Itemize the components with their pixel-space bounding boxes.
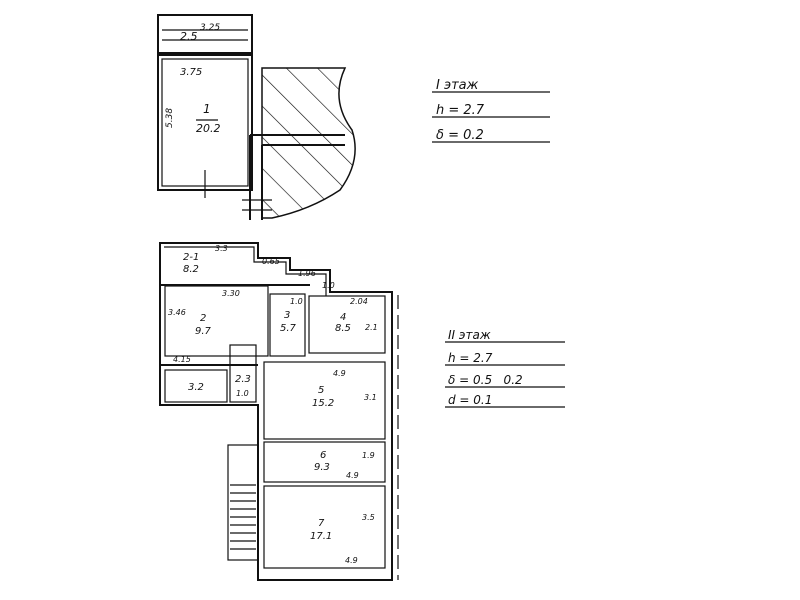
dimension: 3.46 [168,308,186,317]
floor2-wall: δ = 0.5 0.2 [448,373,523,387]
room-2-1-area: 8.2 [183,264,199,275]
hatched-neighbor-area [261,67,356,219]
dimension: 3.3 [215,244,228,253]
dimension: 4.9 [345,556,358,565]
floor1-title: I этаж [436,78,479,93]
dimension: 2.04 [350,297,368,306]
floor2-height: h = 2.7 [448,351,493,365]
room-wc-area: 2.3 [235,374,251,385]
dimension: 4.9 [333,369,346,378]
floor2-legend [445,341,565,408]
dimension: 2.1 [365,323,378,332]
room-3 [269,293,306,357]
room1-number: 1 [203,102,211,116]
balcony [157,14,253,54]
room-4-area: 8.5 [335,323,351,334]
dimension: 1.0 [290,297,303,306]
dimension: 0.65 [262,257,280,266]
room1-width: 3.75 [180,67,202,78]
floor1-wall: δ = 0.2 [436,128,484,143]
room-small-area: 3.2 [188,382,204,393]
dimension: 3.5 [362,513,375,522]
room-3-area: 5.7 [280,323,297,334]
room-3-number: 3 [284,310,290,321]
room-4-number: 4 [340,312,346,323]
stairs [227,444,259,561]
dimension: 1.0 [236,389,249,398]
floor1-height: h = 2.7 [436,103,485,118]
floor2-partition: d = 0.1 [448,393,492,407]
room-7-area: 17.1 [310,531,332,542]
dimension: 4.9 [346,471,359,480]
room-7-number: 7 [318,518,325,529]
room1-area: 20.2 [196,122,221,135]
dimension: 3.30 [222,289,240,298]
room-2-1-number: 2-1 [183,252,199,263]
room-4 [308,295,386,354]
balcony-label: 2.5 [180,30,198,43]
floor2-plan [159,242,399,581]
dimension: 1.9 [362,451,375,460]
room-small [164,369,228,403]
room-5-area: 15.2 [312,398,334,409]
room-6-area: 9.3 [314,462,330,473]
room-5-number: 5 [318,385,324,396]
floor1-plan [157,14,356,220]
room-5 [263,361,386,440]
floor2-title: II этаж [448,328,491,342]
dimension: 1.0 [322,281,335,290]
room-6 [263,441,386,483]
dimension: 4.15 [173,355,191,364]
room-2-area: 9.7 [195,326,212,337]
room-6-number: 6 [320,450,326,461]
room-2-number: 2 [200,313,206,324]
room-7 [263,485,386,569]
floor1-legend [432,91,550,143]
room-wc [229,344,257,403]
dimension: 1.96 [298,269,316,278]
room1-length: 5.38 [165,108,175,128]
dimension: 3.1 [364,393,377,402]
balcony-width: 3.25 [200,23,220,33]
